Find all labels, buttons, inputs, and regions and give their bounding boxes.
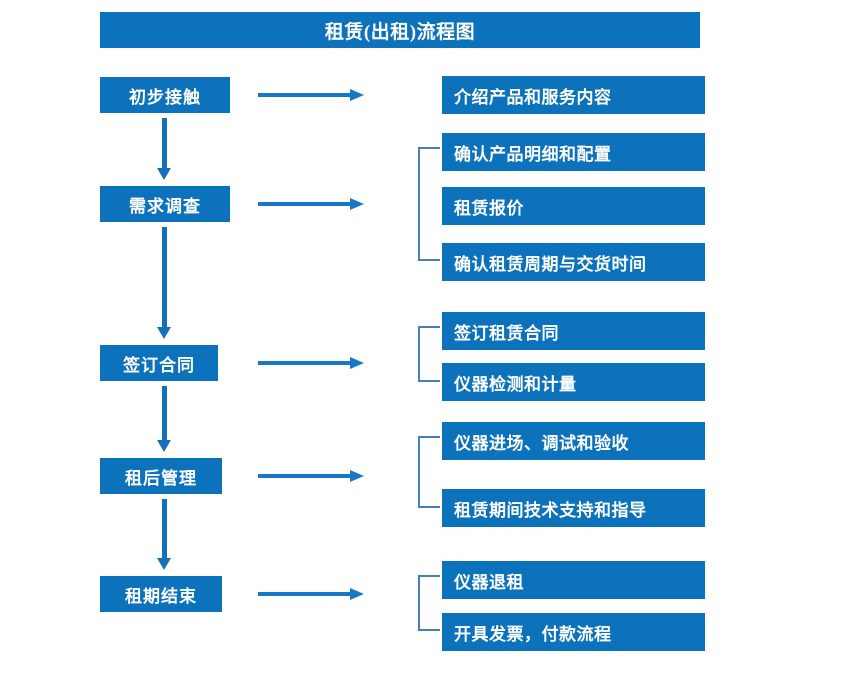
group-bracket-sign-contract [418, 326, 440, 382]
stage-box-sign-contract[interactable]: 签订合同 [100, 345, 218, 381]
task-box-sign-lease-contract[interactable]: 签订租赁合同 [442, 312, 705, 350]
group-bracket-post-rental [418, 436, 440, 508]
task-box-instrument-return[interactable]: 仪器退租 [442, 561, 705, 599]
task-box-instrument-inspection[interactable]: 仪器检测和计量 [442, 363, 705, 401]
task-box-invoice-payment[interactable]: 开具发票，付款流程 [442, 613, 705, 651]
stage-box-demand-survey[interactable]: 需求调查 [100, 186, 230, 222]
task-box-confirm-product-details[interactable]: 确认产品明细和配置 [442, 133, 705, 171]
right-arrow-icon-2 [258, 197, 364, 211]
task-box-confirm-lease-period[interactable]: 确认租赁周期与交货时间 [442, 243, 705, 281]
group-bracket-demand-survey [418, 147, 440, 261]
group-bracket-lease-end [418, 575, 440, 631]
down-arrow-icon-1 [157, 118, 171, 180]
task-box-rental-quotation[interactable]: 租赁报价 [442, 187, 705, 225]
task-box-technical-support[interactable]: 租赁期间技术支持和指导 [442, 489, 705, 527]
down-arrow-icon-4 [157, 499, 171, 570]
task-box-instrument-entry-commissioning[interactable]: 仪器进场、调试和验收 [442, 422, 705, 460]
task-box-introduce-products[interactable]: 介绍产品和服务内容 [442, 76, 705, 114]
right-arrow-icon-3 [258, 356, 364, 370]
right-arrow-icon-5 [258, 587, 364, 601]
stage-box-lease-end[interactable]: 租期结束 [100, 576, 222, 612]
stage-box-initial-contact[interactable]: 初步接触 [100, 77, 230, 113]
stage-box-post-rental-management[interactable]: 租后管理 [100, 458, 222, 494]
right-arrow-icon-4 [258, 469, 364, 483]
right-arrow-icon-1 [258, 88, 364, 102]
down-arrow-icon-3 [157, 386, 171, 452]
down-arrow-icon-2 [157, 227, 171, 339]
page-title: 租赁(出租)流程图 [100, 12, 700, 48]
